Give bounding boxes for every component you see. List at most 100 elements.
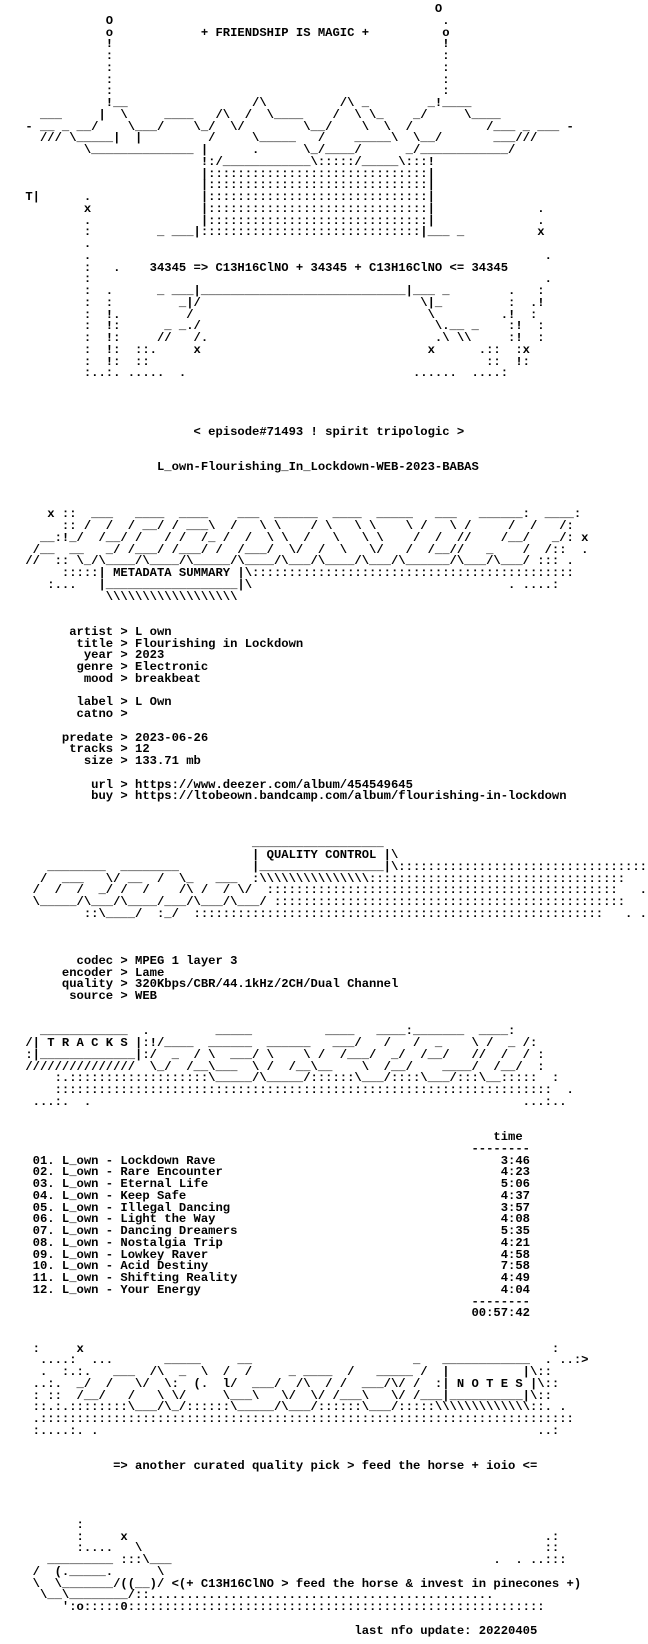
nfo-line: :::::| METADATA SUMMARY |\::::::::::::::… bbox=[18, 566, 574, 580]
nfo-line: :.... \ :: bbox=[18, 1541, 560, 1556]
nfo-line: ! ! bbox=[18, 37, 450, 52]
nfo-line: . :.:. ___ /\ _ \ / / _ ____ / _____ / |… bbox=[18, 1365, 552, 1379]
nfo-line: \______________ | . \_/____/ _/_________… bbox=[18, 143, 516, 157]
nfo-line: 07. L_own - Dancing Dreamers 5:35 bbox=[18, 1224, 530, 1238]
nfo-line bbox=[18, 439, 648, 451]
nfo-line: // :: \_/\____/\____/\_____/\____/\___/\… bbox=[18, 554, 574, 569]
nfo-line: /// \_____| | / \_____ / _____\ \__/ ___… bbox=[18, 131, 538, 146]
nfo-line: o + FRIENDSHIP IS MAGIC + o bbox=[18, 25, 450, 40]
nfo-line bbox=[18, 603, 648, 615]
nfo-line: title > Flourishing in Lockdown bbox=[18, 636, 304, 651]
nfo-line bbox=[18, 486, 648, 498]
nfo-line: 10. L_own - Acid Destiny 7:58 bbox=[18, 1259, 530, 1274]
nfo-line: : !: _ _./ \.__ _ :! : bbox=[18, 319, 545, 334]
nfo-line: :|_____________|:/ _ / \ ___/ \ \ / /___… bbox=[18, 1047, 545, 1062]
nfo-line: :: / / / __/ / ___\ / \ \ / \ \ \ \ / \ … bbox=[18, 519, 574, 533]
nfo-line bbox=[18, 1438, 648, 1450]
nfo-line: . bbox=[18, 237, 92, 251]
nfo-line: ___ | \ ____ /\ / \____ / \ \_ _/ \____ bbox=[18, 107, 501, 122]
nfo-line bbox=[18, 932, 648, 944]
nfo-line: |::::::::::::::::::::::::::::::| bbox=[18, 178, 435, 193]
nfo-line: : x .: bbox=[18, 1529, 560, 1544]
nfo-line: : : bbox=[18, 72, 450, 87]
nfo-line: encoder > Lame bbox=[18, 965, 165, 980]
nfo-line: url > https://www.deezer.com/album/45454… bbox=[18, 777, 413, 792]
nfo-line: : . bbox=[18, 272, 552, 287]
nfo-line bbox=[18, 380, 648, 392]
nfo-line: __________________ bbox=[18, 836, 384, 851]
nfo-line: 02. L_own - Rare Encounter 4:23 bbox=[18, 1165, 530, 1180]
nfo-line: buy > https://ltobeown.bandcamp.com/albu… bbox=[18, 789, 567, 804]
nfo-line: x |::::::::::::::::::::::::::::::| . bbox=[18, 201, 545, 216]
nfo-line: ::\____/ :_/ :::::::::::::::::::::::::::… bbox=[18, 906, 648, 921]
nfo-line: x :: ___ ____ ____ ___ ______ ____ _____… bbox=[18, 507, 582, 522]
nfo-line: : !: :: :: !: bbox=[18, 354, 530, 369]
nfo-line: : bbox=[18, 1517, 84, 1532]
nfo-line: - __ _ __/ \___/ \_/ \/ \__/ \ \ / /___ … bbox=[18, 119, 574, 134]
nfo-line: ':o:::::0:::::::::::::::::::::::::::::::… bbox=[18, 1600, 545, 1614]
nfo-line: -------- bbox=[18, 1141, 530, 1156]
nfo-line: 00:57:42 bbox=[18, 1306, 530, 1321]
nfo-line: ____________ . _____ ____ ____:_______ _… bbox=[18, 1024, 516, 1039]
nfo-line: :.:::::::::::::::::::\_____/\_____/:::::… bbox=[18, 1071, 560, 1086]
nfo-line: |::::::::::::::::::::::::::::::| bbox=[18, 166, 435, 181]
nfo-line: O bbox=[18, 2, 443, 16]
nfo-line: !__ /\ /\ _ _!____ bbox=[18, 96, 472, 110]
nfo-line: quality > 320Kbps/CBR/44.1kHz/2CH/Dual C… bbox=[18, 977, 399, 992]
nfo-line: 09. L_own - Lowkey Raver 4:58 bbox=[18, 1247, 530, 1262]
nfo-line: \ \_______/((__)/ <(+ C13H16ClNO > feed … bbox=[18, 1576, 582, 1591]
nfo-line: /| T R A C K S |:!/____ ______ ______ __… bbox=[18, 1036, 538, 1050]
nfo-line: catno > bbox=[18, 707, 128, 721]
nfo-line: size > 133.71 mb bbox=[18, 754, 201, 768]
nfo-line: : !. / \ .! : bbox=[18, 307, 538, 322]
nfo-line: artist > L own bbox=[18, 624, 172, 639]
nfo-line: 04. L_own - Keep Safe 4:37 bbox=[18, 1188, 530, 1203]
nfo-line: : : bbox=[18, 60, 450, 75]
nfo-line: label > L Own bbox=[18, 695, 172, 710]
nfo-line: 12. L_own - Your Energy 4:04 bbox=[18, 1282, 530, 1297]
nfo-line: .:::::::::::::::::::::::::::::::::::::::… bbox=[18, 1412, 574, 1426]
nfo-line: /__ __ _/ /___/ /___/ / /___/ \/ / \ \/ … bbox=[18, 542, 589, 557]
nfo-line: \_____/\___/\____/___/\___/\___/ :::::::… bbox=[18, 895, 626, 909]
nfo-line: _________ :::\___ . . ..::: bbox=[18, 1553, 567, 1567]
nfo-line: 11. L_own - Shifting Reality 4:49 bbox=[18, 1271, 530, 1285]
nfo-line: => another curated quality pick > feed t… bbox=[18, 1459, 538, 1473]
nfo-line: | QUALITY CONTROL |\ bbox=[18, 848, 399, 862]
nfo-line bbox=[18, 392, 648, 404]
nfo-line bbox=[18, 1320, 648, 1332]
nfo-line: : . 34345 => C13H16ClNO + 34345 + C13H16… bbox=[18, 260, 509, 275]
nfo-line: mood > breakbeat bbox=[18, 671, 201, 686]
nfo-line: : !: ::. x x .:: :x bbox=[18, 342, 530, 357]
nfo-line: O . bbox=[18, 13, 450, 28]
nfo-line: ::.:.::::::::\___/\_/::::::\_____/\___/:… bbox=[18, 1400, 567, 1415]
nfo-line: ...:. . ...:.. bbox=[18, 1094, 567, 1109]
nfo-line bbox=[18, 1109, 648, 1121]
nfo-line: time bbox=[18, 1130, 523, 1144]
nfo-line bbox=[18, 1003, 648, 1015]
nfo-line: : :: /__/ / \ \/ \___\ \/ \/ /___\ \/ /_… bbox=[18, 1388, 552, 1403]
nfo-line: genre > Electronic bbox=[18, 660, 209, 674]
nfo-line bbox=[18, 404, 648, 416]
nfo-line: : _ ___|::::::::::::::::::::::::::::::|_… bbox=[18, 225, 545, 240]
nfo-line: : : bbox=[18, 84, 450, 99]
nfo-line: __:!_/ /__/ / / / /_ / / \ \ / \ \ \ / /… bbox=[18, 530, 589, 545]
nfo-line bbox=[18, 1496, 648, 1508]
nfo-line: T| . |::::::::::::::::::::::::::::::| bbox=[18, 190, 435, 204]
nfo-line: / (._____. \ bbox=[18, 1564, 165, 1579]
nfo-line: / / / _/ / / /\ / / \/ :::::::::::::::::… bbox=[18, 883, 647, 898]
nfo-line: ....: ... _____ __ _ ____________ . ..:> bbox=[18, 1353, 589, 1368]
nfo-line: source > WEB bbox=[18, 989, 157, 1003]
nfo-line: codec > MPEG 1 layer 3 bbox=[18, 953, 238, 968]
nfo-line bbox=[18, 803, 648, 815]
nfo-line: L_own-Flourishing_In_Lockdown-WEB-2023-B… bbox=[18, 460, 479, 475]
nfo-line: : . _ ___|____________________________|_… bbox=[18, 284, 545, 298]
nfo-line: \\\\\\\\\\\\\\\\\\ bbox=[18, 589, 238, 604]
nfo-line: :..:. ..... . ...... ....: bbox=[18, 366, 509, 381]
nfo-line: . |::::::::::::::::::::::::::::::| . bbox=[18, 213, 545, 228]
nfo-line: / ___ \/ __ / \_ ___ :\\\\\\\\\\\\\\\:::… bbox=[18, 871, 626, 886]
nfo-line bbox=[18, 1508, 648, 1520]
nfo-line bbox=[18, 815, 648, 827]
nfo-line: 05. L_own - Illegal Dancing 3:57 bbox=[18, 1200, 530, 1215]
nfo-line: :....:. . ..: bbox=[18, 1423, 560, 1438]
